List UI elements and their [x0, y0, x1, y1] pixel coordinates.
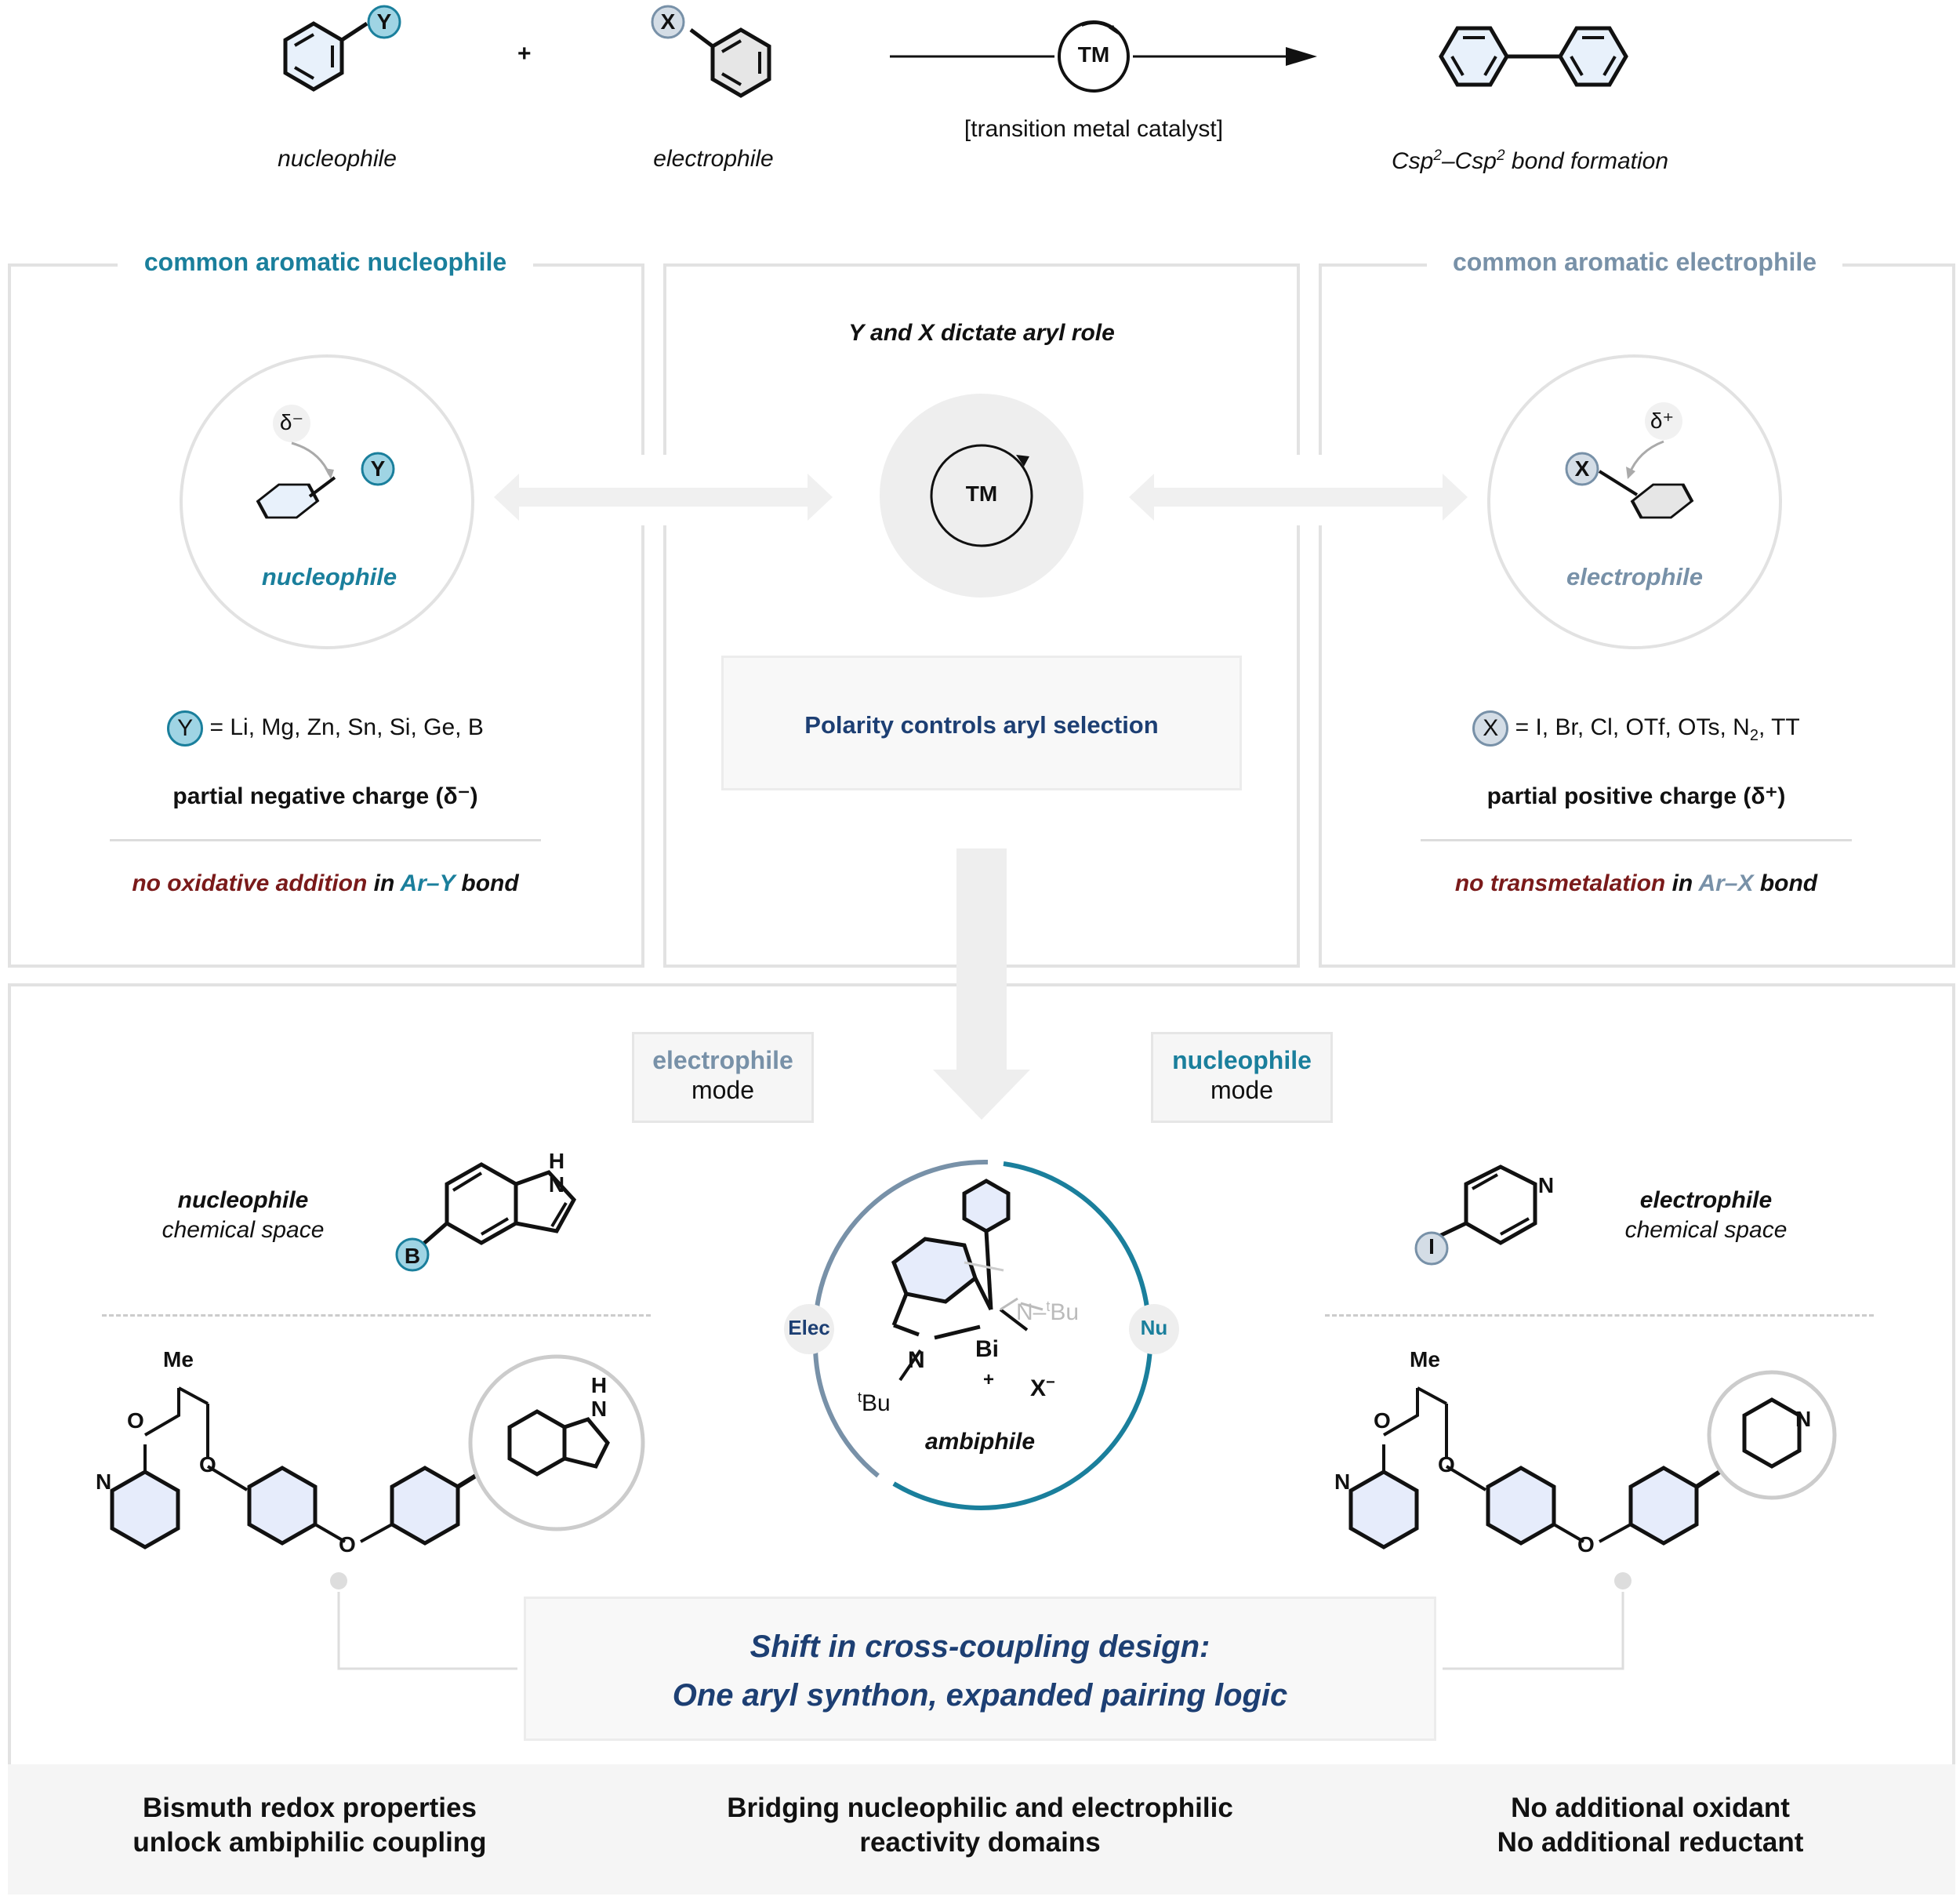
ether-o-3-right: O: [1577, 1532, 1595, 1557]
top-scheme: [283, 5, 1628, 98]
ambiphile-label: ambiphile: [924, 1429, 1036, 1455]
right-divider: [1421, 839, 1852, 841]
shift-box: Shift in cross-coupling design:One aryl …: [524, 1597, 1436, 1741]
right-x-list: X = I, Br, Cl, OTf, OTs, N2, TT: [1342, 710, 1930, 747]
bi-atom: Bi: [975, 1336, 999, 1362]
y-pill-icon: Y: [167, 710, 204, 747]
center-header: Y and X dictate aryl role: [848, 320, 1115, 346]
left-charge: partial negative charge (δ⁻): [172, 783, 478, 809]
left-y-atom: Y: [370, 456, 386, 481]
bi-charge: +: [983, 1369, 995, 1390]
tbu-left: tBu: [858, 1390, 891, 1416]
delta-plus: δ⁺: [1650, 409, 1675, 433]
bottom-panel: [8, 983, 1955, 1895]
indole-boron-structure: [395, 1162, 577, 1272]
iodopyridine-structure: [1414, 1164, 1537, 1266]
methyl-right: Me: [1410, 1347, 1440, 1371]
connector-lines: [330, 1572, 1632, 1670]
ether-o-3-left: O: [339, 1532, 356, 1557]
left-divider: [110, 839, 541, 841]
y-atom-label: Y: [376, 9, 392, 34]
left-coupled-product: [110, 1354, 645, 1549]
boron-atom: B: [404, 1244, 421, 1268]
nucleophile-benzene-icon: [283, 21, 368, 92]
ether-o-1-left: O: [127, 1408, 144, 1433]
right-panel-header: common aromatic electrophile: [1427, 248, 1842, 277]
delta-minus: δ⁻: [279, 410, 304, 434]
x-anion: X−: [1030, 1374, 1055, 1401]
footer-band: [8, 1764, 1955, 1895]
electrophile-circle: [1487, 354, 1782, 649]
ether-o-2-left: O: [199, 1452, 216, 1477]
iodine-atom: I: [1428, 1234, 1435, 1259]
left-note: no oxidative addition in Ar–Y bond: [132, 870, 519, 896]
x-atom-label: X: [660, 9, 676, 34]
double-arrow-right: [1129, 474, 1468, 521]
right-x-atom: X: [1574, 456, 1590, 481]
pyridine-n-left: N: [96, 1470, 112, 1494]
plus-sign: +: [517, 41, 532, 67]
right-charge: partial positive charge (δ⁺): [1486, 783, 1786, 809]
pyridine-n-product: N: [1795, 1407, 1812, 1431]
left-dashed-divider: [102, 1314, 651, 1317]
tm-badge-top: TM: [1077, 42, 1110, 67]
left-circle-label: nucleophile: [261, 563, 397, 590]
electrophile-benzene-icon: [689, 27, 771, 98]
right-coupled-product: [1348, 1370, 1837, 1549]
down-arrow: [933, 848, 1030, 1120]
double-arrow-left: [494, 474, 833, 521]
right-dashed-divider: [1325, 1314, 1874, 1317]
imine-n: N: [908, 1347, 925, 1373]
nu-badge: Nu: [1140, 1316, 1168, 1339]
tbu-right: N–tBu: [1016, 1299, 1080, 1325]
elec-badge: Elec: [788, 1316, 830, 1339]
polarity-box: Polarity controls aryl selection: [721, 656, 1242, 790]
right-note: no transmetalation in Ar–X bond: [1454, 870, 1818, 896]
pyridine-n-right: N: [1334, 1470, 1351, 1494]
pyridine-n-top: N: [1537, 1173, 1555, 1197]
ether-o-1-right: O: [1374, 1408, 1391, 1433]
biphenyl-product-icon: [1439, 26, 1628, 87]
catalyst-label: [transition metal catalyst]: [964, 116, 1224, 142]
ambiphile-reagent: [784, 1159, 1179, 1510]
tm-cycle-icon: [880, 394, 1083, 598]
left-y-list: Y = Li, Mg, Zn, Sn, Si, Ge, B: [31, 710, 619, 747]
methyl-left: Me: [163, 1347, 194, 1371]
right-circle-label: electrophile: [1566, 563, 1703, 590]
ether-o-2-right: O: [1438, 1452, 1455, 1477]
electrophile-label-top: electrophile: [653, 146, 774, 172]
nucleophile-label-top: nucleophile: [278, 146, 397, 172]
nucleophile-circle: [180, 354, 474, 649]
x-pill-icon: X: [1472, 710, 1509, 747]
product-label: Csp2–Csp2 bond formation: [1392, 147, 1669, 174]
left-panel-header: common aromatic nucleophile: [118, 248, 533, 277]
tm-badge-center: TM: [965, 481, 998, 506]
